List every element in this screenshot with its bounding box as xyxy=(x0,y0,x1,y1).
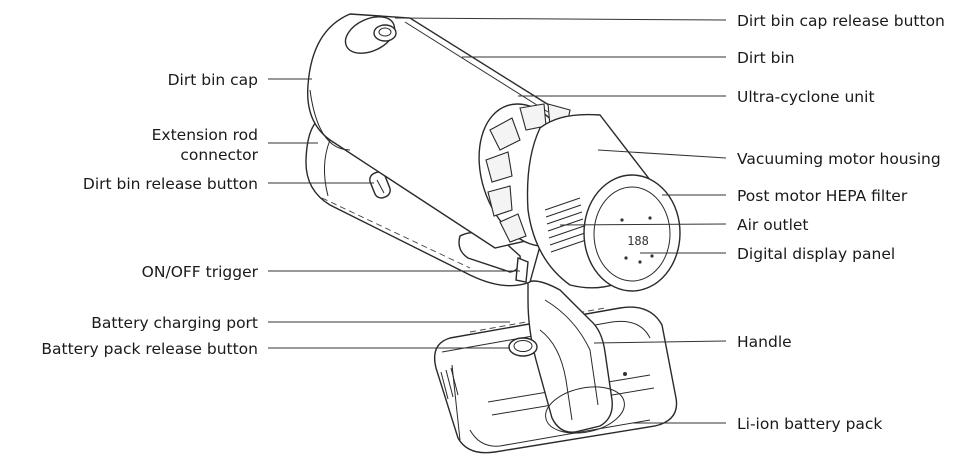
label-post-motor-hepa-filter: Post motor HEPA filter xyxy=(737,187,908,205)
label-dirt-bin: Dirt bin xyxy=(737,49,795,67)
leader-dirt-bin-cap-release-button xyxy=(394,17,727,21)
digital-display-panel-shape: 188 xyxy=(620,216,654,264)
display-readout: 188 xyxy=(627,234,649,248)
label-on-off-trigger: ON/OFF trigger xyxy=(142,263,259,281)
handle-shape xyxy=(527,280,625,434)
label-ultra-cyclone-unit: Ultra-cyclone unit xyxy=(737,88,875,106)
leader-air-outlet xyxy=(559,223,727,226)
label-dirt-bin-cap-release-button: Dirt bin cap release button xyxy=(737,12,945,30)
leader-lines xyxy=(268,17,727,424)
label-vacuuming-motor-housing: Vacuuming motor housing xyxy=(737,150,941,168)
label-extension-rod-connector-line1: Extension rod xyxy=(152,126,258,144)
label-digital-display-panel: Digital display panel xyxy=(737,245,895,263)
hepa-filter-end-cap-shape: 188 xyxy=(583,174,681,292)
leader-handle xyxy=(593,340,727,344)
label-extension-rod-connector-line2: connector xyxy=(180,146,258,164)
leader-vacuuming-motor-housing xyxy=(597,149,727,159)
labels-right: Dirt bin cap release button Dirt bin Ult… xyxy=(737,12,945,433)
label-dirt-bin-release-button: Dirt bin release button xyxy=(83,175,258,193)
vacuum-illustration: 188 xyxy=(305,13,681,454)
label-li-ion-battery-pack: Li-ion battery pack xyxy=(737,415,882,433)
label-battery-pack-release-button: Battery pack release button xyxy=(41,340,258,358)
label-dirt-bin-cap: Dirt bin cap xyxy=(168,71,258,89)
label-handle: Handle xyxy=(737,333,792,351)
label-air-outlet: Air outlet xyxy=(737,216,809,234)
label-battery-charging-port: Battery charging port xyxy=(91,314,258,332)
labels-left: Dirt bin cap Extension rod connector Dir… xyxy=(41,71,258,358)
air-outlet-slats xyxy=(544,197,587,253)
battery-release-button-shape xyxy=(508,337,538,357)
